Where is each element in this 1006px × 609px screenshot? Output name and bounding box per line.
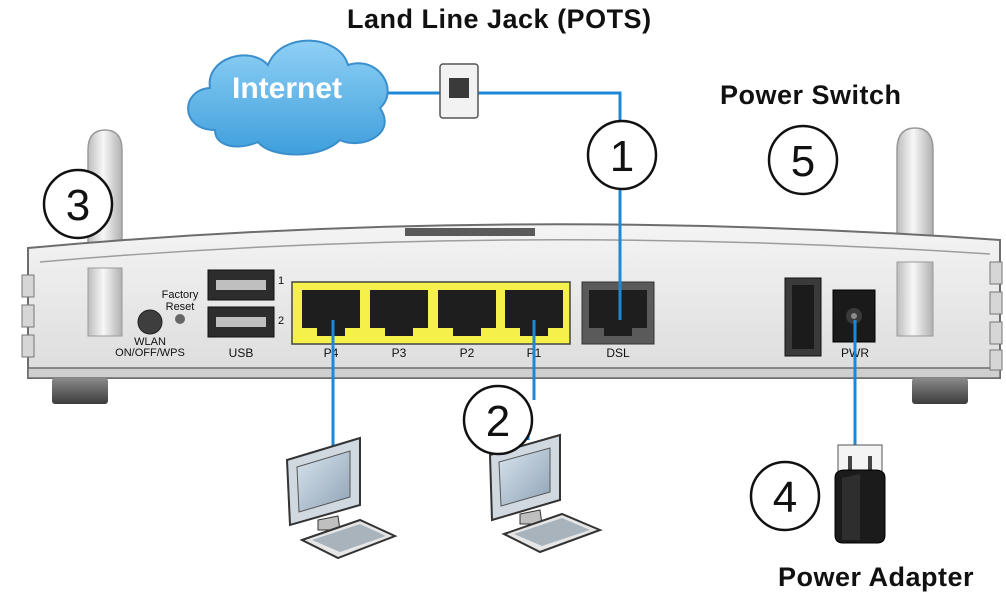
callout-3 bbox=[42, 168, 114, 240]
usb-index-2: 2 bbox=[278, 315, 284, 327]
wlan-label: WLAN bbox=[134, 336, 166, 348]
wlan-button[interactable] bbox=[137, 309, 163, 335]
port-label-p4: P4 bbox=[324, 346, 339, 360]
left-foot bbox=[52, 378, 108, 404]
factory-reset-button[interactable] bbox=[175, 314, 185, 324]
usb-index-1: 1 bbox=[278, 275, 284, 287]
right-antenna-base bbox=[896, 261, 934, 337]
usb-ports bbox=[207, 269, 275, 338]
port-label-p2: P2 bbox=[460, 346, 475, 360]
land-line-jack-label: Land Line Jack (POTS) bbox=[347, 4, 652, 34]
internet-label: Internet bbox=[232, 72, 342, 105]
cable-dsl bbox=[478, 91, 622, 320]
computer-left-icon bbox=[285, 436, 398, 560]
callout-2 bbox=[462, 384, 534, 456]
callout-4-number: 4 bbox=[773, 473, 797, 522]
callout-5-number: 5 bbox=[791, 137, 815, 186]
left-antenna-base bbox=[87, 267, 123, 337]
cables bbox=[331, 91, 857, 465]
internet-cloud-icon bbox=[187, 39, 389, 156]
power-adapter-label: Power Adapter bbox=[778, 562, 975, 592]
lan-port-p1[interactable] bbox=[505, 290, 563, 336]
lan-port-p3[interactable] bbox=[370, 290, 428, 336]
computer-right-icon bbox=[488, 433, 603, 554]
dsl-port[interactable] bbox=[589, 290, 647, 336]
port-label-p3: P3 bbox=[392, 346, 407, 360]
factory-reset-label: Factory bbox=[162, 289, 199, 301]
power-adapter-icon bbox=[834, 444, 886, 544]
callout-4 bbox=[749, 460, 821, 532]
lan-port-p4[interactable] bbox=[302, 290, 360, 336]
lan-port-p2[interactable] bbox=[438, 290, 496, 336]
wlan-label-2: ON/OFF/WPS bbox=[115, 347, 185, 359]
power-switch-label: Power Switch bbox=[720, 80, 902, 110]
callout-1 bbox=[586, 119, 658, 191]
dsl-label: DSL bbox=[606, 346, 630, 360]
callout-2-number: 2 bbox=[486, 397, 510, 446]
callout-5 bbox=[767, 124, 839, 196]
callout-1-number: 1 bbox=[610, 132, 634, 181]
land-line-jack-icon bbox=[439, 63, 479, 119]
factory-reset-label-2: Reset bbox=[166, 301, 195, 313]
usb-label: USB bbox=[229, 346, 254, 360]
right-foot bbox=[912, 378, 968, 404]
callout-3-number: 3 bbox=[66, 181, 90, 230]
